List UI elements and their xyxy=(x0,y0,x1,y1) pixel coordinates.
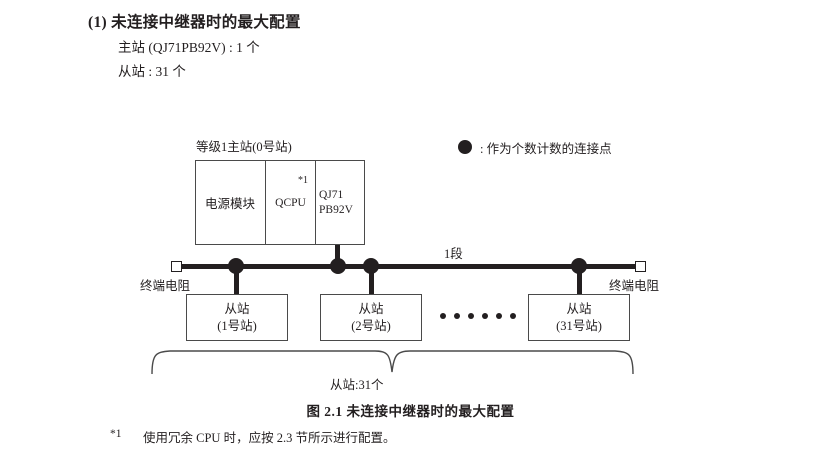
master-station-label: 等级1主站(0号站) xyxy=(196,140,292,154)
slave2-drop-line xyxy=(369,266,374,296)
connection-point-master-dot xyxy=(330,258,346,274)
legend-label: : 作为个数计数的连接点 xyxy=(480,142,612,156)
terminating-resistor-right-label: 终端电阻 xyxy=(609,279,660,293)
connection-point-slave1-dot xyxy=(228,258,244,274)
slave-group-brace xyxy=(151,350,634,374)
footnote-mark: *1 xyxy=(110,428,122,440)
ellipsis-dot xyxy=(496,313,502,319)
bus-trunk-line xyxy=(176,264,642,269)
ellipsis-dot xyxy=(468,313,474,319)
connection-point-slave31-dot xyxy=(571,258,587,274)
master-station-box xyxy=(195,160,365,245)
slave1-line2: (1号站) xyxy=(217,318,257,333)
ellipsis-dot xyxy=(454,313,460,319)
connection-point-slave2-dot xyxy=(363,258,379,274)
terminating-resistor-left-label: 终端电阻 xyxy=(140,279,191,293)
slave-group-label: 从站:31个 xyxy=(330,378,384,392)
page-title: (1) 未连接中继器时的最大配置 xyxy=(88,14,301,31)
master-cell-divider-2 xyxy=(315,160,317,245)
slave2-line2: (2号站) xyxy=(351,318,391,333)
slave-station-box-1: 从站 (1号站) xyxy=(186,294,288,341)
slave-station-box-2: 从站 (2号站) xyxy=(320,294,422,341)
ellipsis-dots xyxy=(440,313,516,319)
slave-station-box-31: 从站 (31号站) xyxy=(528,294,630,341)
master-drop-line xyxy=(335,245,340,269)
figure-caption: 图 2.1 未连接中继器时的最大配置 xyxy=(306,404,515,419)
slave31-line1: 从站 xyxy=(566,302,592,317)
master-cell-qcpu: QCPU xyxy=(275,196,306,209)
slave31-line2: (31号站) xyxy=(556,318,602,333)
footnote-text: 使用冗余 CPU 时，应按 2.3 节所示进行配置。 xyxy=(143,431,396,445)
master-network-line1: QJ71 xyxy=(319,189,344,202)
master-network-line2: PB92V xyxy=(319,203,353,216)
legend-filled-circle-icon xyxy=(458,140,472,154)
master-cell-divider-1 xyxy=(265,160,267,245)
terminating-resistor-right-icon xyxy=(635,261,646,272)
header-line-master: 主站 (QJ71PB92V) : 1 个 xyxy=(118,40,260,55)
slave31-drop-line xyxy=(577,266,582,296)
ellipsis-dot xyxy=(510,313,516,319)
slave1-line1: 从站 xyxy=(224,302,250,317)
segment-label: 1段 xyxy=(444,247,463,261)
terminating-resistor-left-icon xyxy=(171,261,182,272)
slave2-line1: 从站 xyxy=(358,302,384,317)
ellipsis-dot xyxy=(482,313,488,319)
header-line-slave: 从站 : 31 个 xyxy=(118,64,186,79)
ellipsis-dot xyxy=(440,313,446,319)
master-cell-power-module: 电源模块 xyxy=(204,197,255,211)
slave1-drop-line xyxy=(234,266,239,296)
master-cpu-footnote-mark: *1 xyxy=(298,175,308,186)
master-cell-network-module: QJ71 PB92V xyxy=(319,160,365,245)
